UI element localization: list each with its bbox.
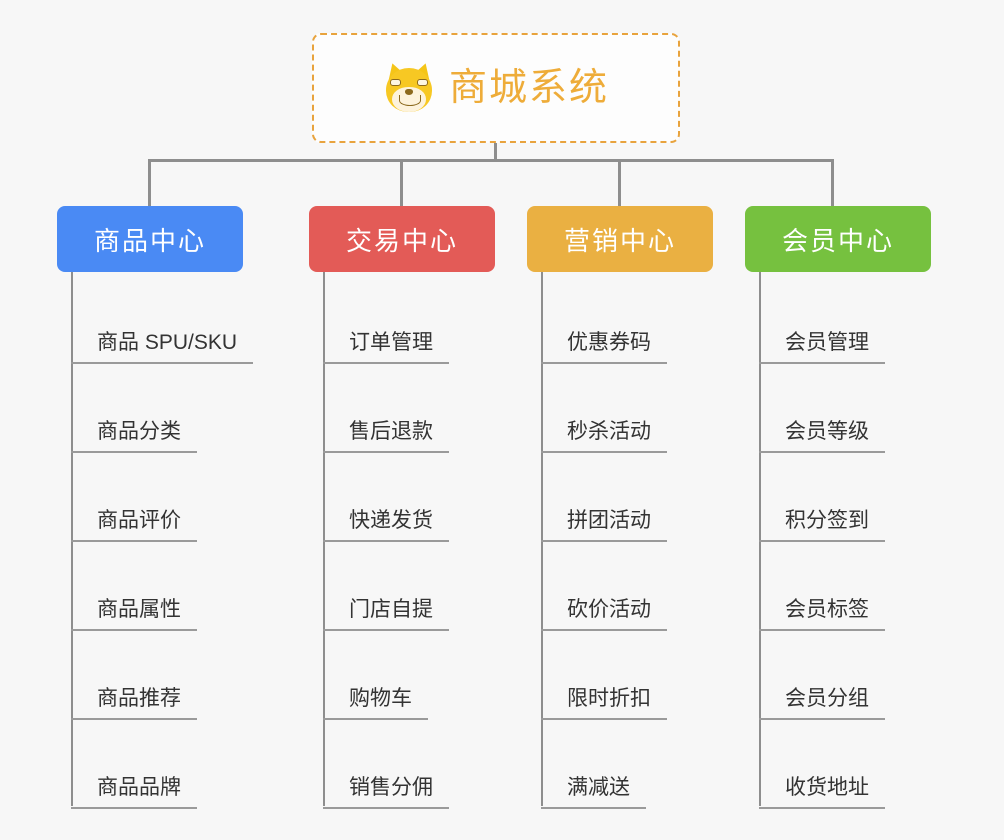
connector-drop-3 (618, 159, 621, 206)
connector-root-stem (494, 143, 497, 161)
leaf-label: 会员分组 (759, 686, 885, 720)
list-item[interactable]: 收货地址 (745, 720, 931, 809)
leaf-label: 限时折扣 (541, 686, 667, 720)
list-item[interactable]: 商品品牌 (57, 720, 243, 809)
leaf-label: 快递发货 (323, 508, 449, 542)
leaf-label: 会员等级 (759, 419, 885, 453)
leaf-label: 商品评价 (71, 508, 197, 542)
leaf-list-2: 订单管理 售后退款 快递发货 门店自提 购物车 销售分佣 (309, 272, 495, 809)
branch-column-4: 会员中心 会员管理 会员等级 积分签到 会员标签 会员分组 收货地址 (745, 206, 931, 809)
leaf-label: 优惠券码 (541, 330, 667, 364)
list-item[interactable]: 销售分佣 (309, 720, 495, 809)
category-header-3[interactable]: 营销中心 (527, 206, 713, 272)
leaf-label: 砍价活动 (541, 597, 667, 631)
list-item[interactable]: 购物车 (309, 631, 495, 720)
list-item[interactable]: 秒杀活动 (527, 364, 713, 453)
list-item[interactable]: 会员等级 (745, 364, 931, 453)
leaf-label: 会员标签 (759, 597, 885, 631)
list-item[interactable]: 满减送 (527, 720, 713, 809)
list-item[interactable]: 商品推荐 (57, 631, 243, 720)
category-label: 会员中心 (781, 225, 894, 256)
leaf-label: 拼团活动 (541, 508, 667, 542)
list-item[interactable]: 快递发货 (309, 453, 495, 542)
category-label: 交易中心 (345, 225, 458, 256)
leaf-label: 商品品牌 (71, 775, 197, 809)
list-item[interactable]: 会员管理 (745, 275, 931, 364)
list-item[interactable]: 限时折扣 (527, 631, 713, 720)
leaf-label: 商品属性 (71, 597, 197, 631)
list-item[interactable]: 会员标签 (745, 542, 931, 631)
connector-horizontal-bus (148, 159, 834, 162)
leaf-list-4: 会员管理 会员等级 积分签到 会员标签 会员分组 收货地址 (745, 272, 931, 809)
list-item[interactable]: 砍价活动 (527, 542, 713, 631)
leaf-spine (323, 272, 325, 806)
list-item[interactable]: 积分签到 (745, 453, 931, 542)
list-item[interactable]: 门店自提 (309, 542, 495, 631)
leaf-label: 积分签到 (759, 508, 885, 542)
leaf-label: 满减送 (541, 775, 646, 809)
list-item[interactable]: 拼团活动 (527, 453, 713, 542)
category-label: 营销中心 (563, 225, 676, 256)
list-item[interactable]: 商品评价 (57, 453, 243, 542)
list-item[interactable]: 优惠券码 (527, 275, 713, 364)
category-header-1[interactable]: 商品中心 (57, 206, 243, 272)
branch-column-2: 交易中心 订单管理 售后退款 快递发货 门店自提 购物车 销售分佣 (309, 206, 495, 809)
leaf-label: 销售分佣 (323, 775, 449, 809)
leaf-label: 售后退款 (323, 419, 449, 453)
connector-drop-2 (400, 159, 403, 206)
list-item[interactable]: 商品 SPU/SKU (57, 275, 254, 364)
category-label: 商品中心 (93, 225, 206, 256)
leaf-label: 商品推荐 (71, 686, 197, 720)
list-item[interactable]: 商品属性 (57, 542, 243, 631)
leaf-label: 商品分类 (71, 419, 197, 453)
list-item[interactable]: 订单管理 (309, 275, 495, 364)
list-item[interactable]: 商品分类 (57, 364, 243, 453)
category-header-4[interactable]: 会员中心 (745, 206, 931, 272)
branch-column-1: 商品中心 商品 SPU/SKU 商品分类 商品评价 商品属性 商品推荐 商品品牌 (57, 206, 254, 809)
leaf-label: 门店自提 (323, 597, 449, 631)
connector-drop-4 (831, 159, 834, 206)
root-node[interactable]: 商城系统 (312, 33, 680, 143)
leaf-label: 收货地址 (759, 775, 885, 809)
leaf-label: 商品 SPU/SKU (71, 330, 254, 364)
leaf-spine (71, 272, 73, 806)
leaf-list-3: 优惠券码 秒杀活动 拼团活动 砍价活动 限时折扣 满减送 (527, 272, 713, 809)
branch-column-3: 营销中心 优惠券码 秒杀活动 拼团活动 砍价活动 限时折扣 满减送 (527, 206, 713, 809)
connector-drop-1 (148, 159, 151, 206)
dog-face-icon (382, 60, 436, 114)
leaf-label: 订单管理 (323, 330, 449, 364)
leaf-spine (541, 272, 543, 806)
leaf-list-1: 商品 SPU/SKU 商品分类 商品评价 商品属性 商品推荐 商品品牌 (57, 272, 254, 809)
leaf-label: 购物车 (323, 686, 428, 720)
root-title: 商城系统 (448, 67, 609, 109)
leaf-spine (759, 272, 761, 806)
list-item[interactable]: 售后退款 (309, 364, 495, 453)
leaf-label: 秒杀活动 (541, 419, 667, 453)
category-header-2[interactable]: 交易中心 (309, 206, 495, 272)
list-item[interactable]: 会员分组 (745, 631, 931, 720)
leaf-label: 会员管理 (759, 330, 885, 364)
